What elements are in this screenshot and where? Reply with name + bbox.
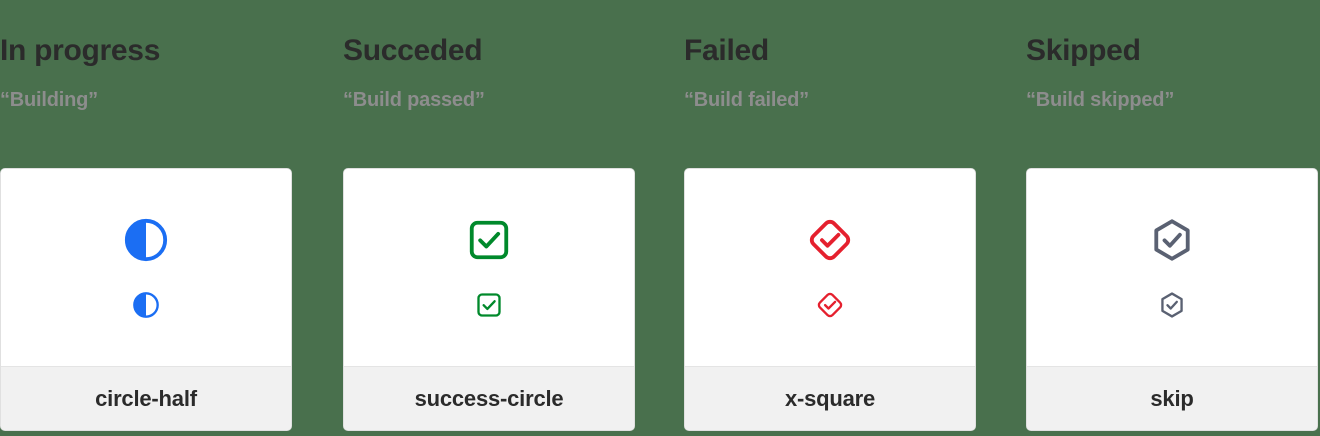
- icon-card-footer: x-square: [685, 366, 975, 430]
- check-square-icon-small: [475, 291, 503, 319]
- icon-card-skip[interactable]: skip: [1026, 168, 1318, 431]
- column-heading: Succeded: [343, 34, 483, 67]
- status-column-skipped: Skipped “Build skipped” skip: [1026, 0, 1318, 436]
- status-column-in-progress: In progress “Building” circle-: [0, 0, 292, 436]
- column-subtitle: “Build skipped”: [1026, 89, 1175, 111]
- icon-card-footer: success-circle: [344, 366, 634, 430]
- icon-preview-area: [1027, 169, 1317, 366]
- column-subtitle: “Build failed”: [684, 89, 809, 111]
- column-heading: Skipped: [1026, 34, 1141, 67]
- status-column-failed: Failed “Build failed”: [684, 0, 976, 436]
- icon-card-label: success-circle: [414, 385, 564, 411]
- column-subtitle: “Building”: [0, 89, 98, 111]
- icon-card-success-circle[interactable]: success-circle: [343, 168, 635, 431]
- icon-card-circle-half[interactable]: circle-half: [0, 168, 292, 431]
- circle-half-icon-large: [123, 217, 169, 263]
- check-diamond-icon-small: [816, 291, 844, 319]
- check-square-icon-large: [466, 217, 512, 263]
- check-diamond-icon-large: [807, 217, 853, 263]
- column-subtitle: “Build passed”: [343, 89, 485, 111]
- icon-preview-area: [1, 169, 291, 366]
- check-hexagon-icon-small: [1158, 291, 1186, 319]
- icon-card-footer: circle-half: [1, 366, 291, 430]
- icon-preview-area: [685, 169, 975, 366]
- icon-card-footer: skip: [1027, 366, 1317, 430]
- icon-card-label: x-square: [784, 385, 876, 411]
- column-heading: Failed: [684, 34, 769, 67]
- icon-card-label: circle-half: [95, 385, 197, 411]
- status-column-succeded: Succeded “Build passed” succes: [343, 0, 635, 436]
- column-heading: In progress: [0, 34, 161, 67]
- icon-preview-area: [344, 169, 634, 366]
- icon-card-x-square[interactable]: x-square: [684, 168, 976, 431]
- circle-half-icon-small: [132, 291, 160, 319]
- icon-card-label: skip: [1150, 385, 1194, 411]
- check-hexagon-icon-large: [1149, 217, 1195, 263]
